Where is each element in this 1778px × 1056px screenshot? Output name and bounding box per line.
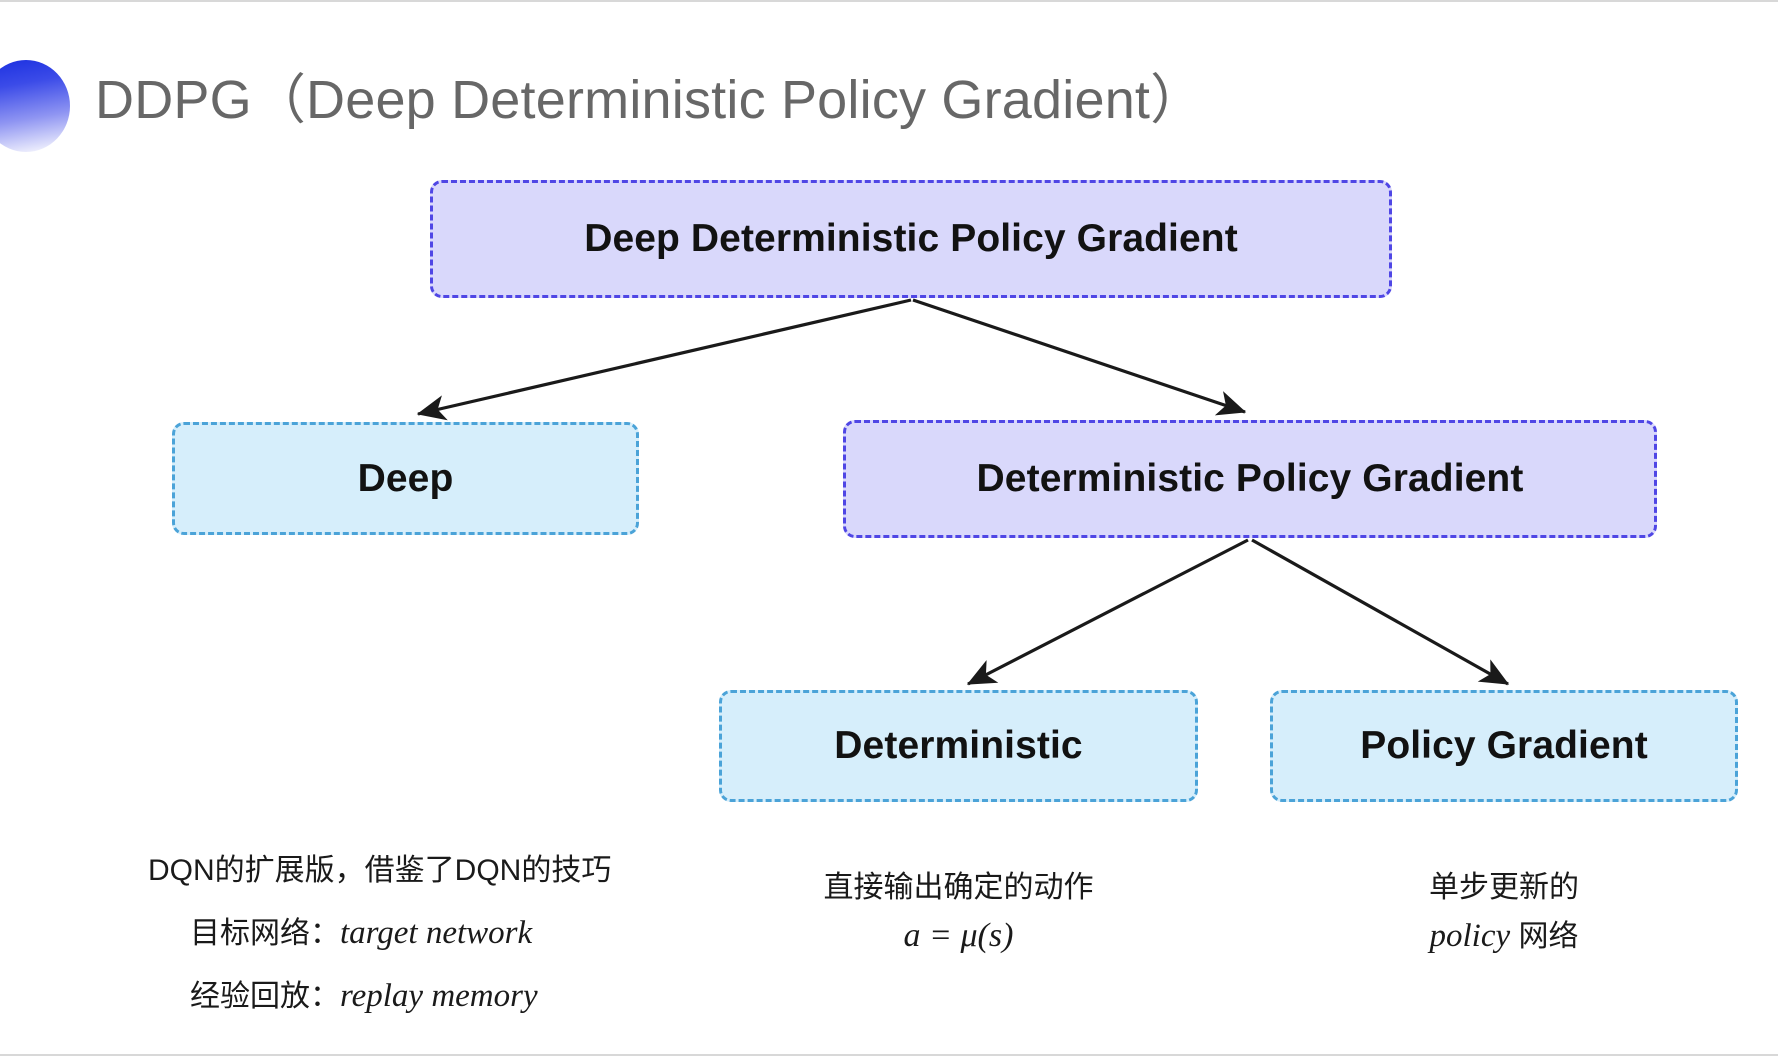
node-deterministic-policy-gradient[interactable]: Deterministic Policy Gradient [843, 420, 1657, 538]
annotation-deep-line1: DQN的扩展版，借鉴了DQN的技巧 [148, 854, 612, 887]
annotation-deep-line3-label: 经验回放： [190, 980, 340, 1013]
edge-dpg-to-policy-gradient [1251, 538, 1510, 686]
annotation-policy-gradient-line1: 单步更新的 [1429, 871, 1579, 904]
annotation-policy-gradient: 单步更新的 policy 网络 [1429, 864, 1579, 961]
annotation-policy-gradient-term: policy [1429, 918, 1511, 954]
annotation-deterministic-formula: a = μ(s) [903, 917, 1014, 954]
annotation-deep-line2: 目标网络：target network [148, 902, 611, 965]
annotation-deep-line3-term: replay memory [340, 978, 538, 1014]
annotation-policy-gradient-line2: policy 网络 [1429, 912, 1579, 961]
annotation-policy-gradient-suffix: 网络 [1510, 920, 1579, 953]
annotation-deep-line2-label: 目标网络： [190, 917, 340, 950]
edge-root-to-dpg [912, 298, 1247, 416]
node-policy-gradient[interactable]: Policy Gradient [1270, 690, 1738, 802]
annotation-deterministic-line1: 直接输出确定的动作 [823, 871, 1094, 904]
annotation-deep: DQN的扩展版，借鉴了DQN的技巧 目标网络：target network 经验… [148, 840, 611, 1028]
edge-root-to-deep [416, 298, 912, 421]
title-bullet-decoration [0, 60, 70, 152]
node-deterministic[interactable]: Deterministic [719, 690, 1198, 802]
page-title: DDPG（Deep Deterministic Policy Gradient） [95, 70, 1205, 130]
annotation-deep-line3: 经验回放：replay memory [148, 965, 611, 1028]
node-deep-deterministic-policy-gradient[interactable]: Deep Deterministic Policy Gradient [430, 180, 1392, 298]
annotation-deep-line2-term: target network [340, 915, 533, 951]
edge-dpg-to-deterministic [966, 538, 1249, 686]
annotation-deterministic: 直接输出确定的动作 a = μ(s) [824, 864, 1094, 960]
node-deep[interactable]: Deep [172, 422, 639, 535]
